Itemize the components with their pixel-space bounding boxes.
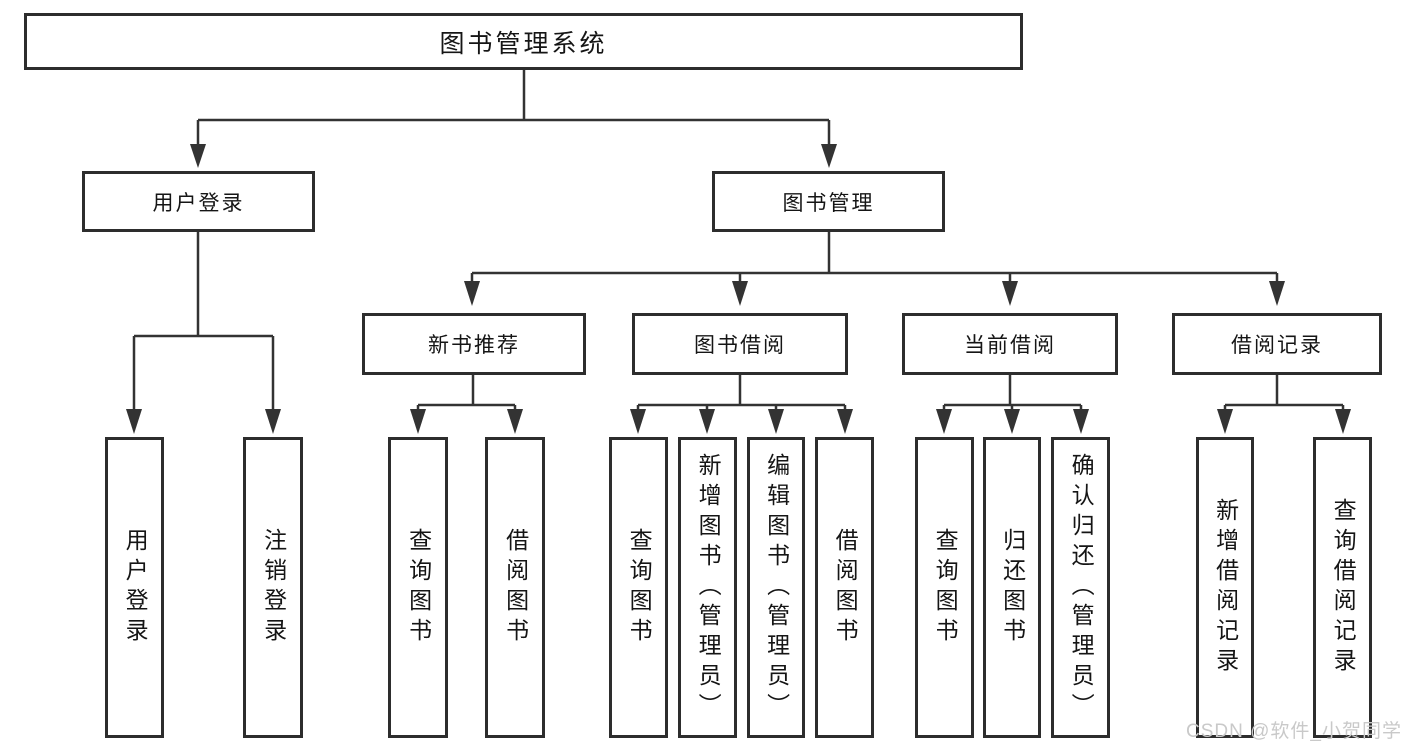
leaf-edit-books-admin: 编辑图书（管理员） [747,437,805,738]
arrow-down-icon [1073,409,1089,434]
csdn-watermark: CSDN @软件_小贺同学 [1186,721,1402,742]
arrow-down-icon [1004,409,1020,434]
arrow-down-icon [1269,281,1285,306]
leaf-user-login: 用户登录 [105,437,164,738]
node-book-borrowing: 图书借阅 [632,313,848,375]
arrow-down-icon [768,409,784,434]
arrow-down-icon [190,144,206,168]
node-library-system: 图书管理系统 [24,13,1023,70]
leaf-query-borrow-record: 查询借阅记录 [1313,437,1372,738]
node-user-login: 用户登录 [82,171,315,232]
arrow-down-icon [936,409,952,434]
leaf-add-books-admin: 新增图书（管理员） [678,437,737,738]
leaf-add-borrow-record: 新增借阅记录 [1196,437,1254,738]
arrow-down-icon [126,409,142,434]
node-new-book-recommend: 新书推荐 [362,313,586,375]
leaf-label: 查询图书 [405,527,432,648]
leaf-label: 确认归还（管理员） [1068,452,1095,723]
leaf-label: 编辑图书（管理员） [763,452,790,723]
arrow-down-icon [821,144,837,168]
leaf-label: 用户登录 [122,527,149,648]
arrow-down-icon [1002,281,1018,306]
arrow-down-icon [732,281,748,306]
arrow-down-icon [1217,409,1233,434]
leaf-confirm-return-admin: 确认归还（管理员） [1051,437,1110,738]
leaf-logout: 注销登录 [243,437,303,738]
arrow-down-icon [630,409,646,434]
arrow-down-icon [699,409,715,434]
leaf-label: 借阅图书 [832,527,859,648]
leaf-borrow-books-recommend: 借阅图书 [485,437,545,738]
leaf-label: 新增图书（管理员） [695,452,722,723]
arrow-down-icon [265,409,281,434]
arrow-down-icon [464,281,480,306]
leaf-query-books-borrow: 查询图书 [609,437,668,738]
leaf-return-books: 归还图书 [983,437,1041,738]
node-book-management: 图书管理 [712,171,945,232]
leaf-label: 查询图书 [932,527,959,648]
arrow-down-icon [507,409,523,434]
arrow-down-icon [837,409,853,434]
arrowhead-icons [126,144,1351,434]
arrow-down-icon [1335,409,1351,434]
leaf-query-books-current: 查询图书 [915,437,974,738]
arrow-down-icon [410,409,426,434]
leaf-label: 查询借阅记录 [1330,497,1357,678]
leaf-query-books-recommend: 查询图书 [388,437,448,738]
leaf-borrow-books: 借阅图书 [815,437,874,738]
node-borrowing-records: 借阅记录 [1172,313,1382,375]
leaf-label: 注销登录 [260,527,287,648]
tree-connector-path [132,70,1345,412]
leaf-label: 查询图书 [626,527,653,648]
leaf-label: 新增借阅记录 [1212,497,1239,678]
leaf-label: 归还图书 [999,527,1026,648]
leaf-label: 借阅图书 [502,527,529,648]
node-current-borrowing: 当前借阅 [902,313,1118,375]
